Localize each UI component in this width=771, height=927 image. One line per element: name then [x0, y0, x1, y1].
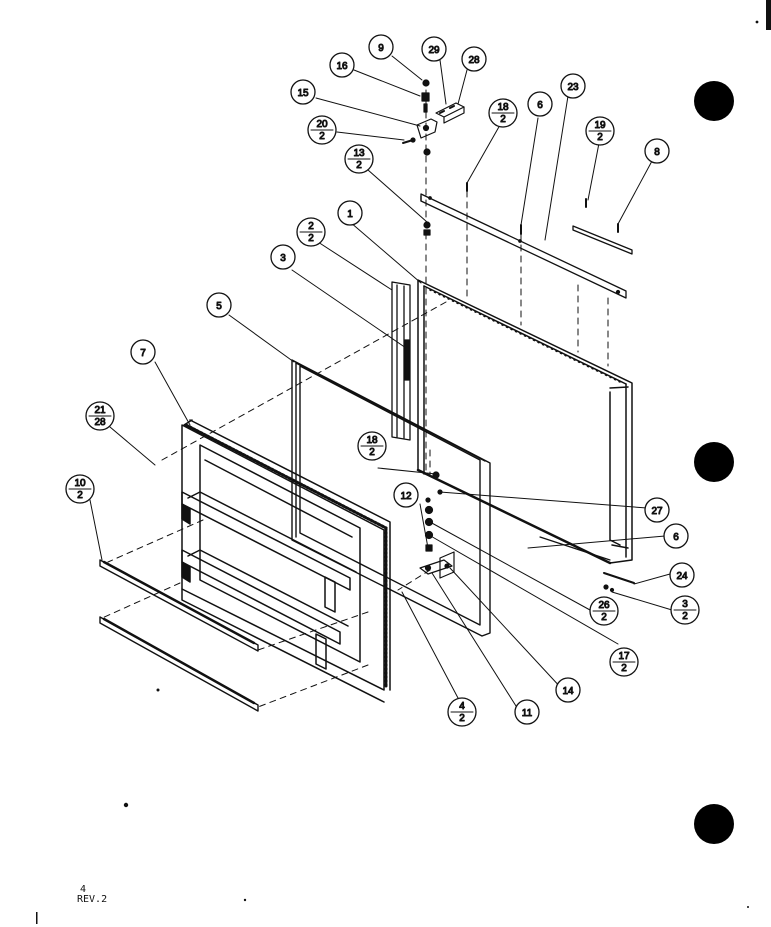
svg-text:12: 12 — [400, 491, 412, 502]
svg-text:2: 2 — [601, 612, 607, 623]
svg-text:18: 18 — [497, 102, 509, 113]
svg-text:17: 17 — [618, 651, 630, 662]
svg-text:28: 28 — [94, 417, 106, 428]
svg-text:2: 2 — [500, 114, 506, 125]
punch-hole-middle — [694, 442, 734, 482]
callout-18-2-top: 182 — [488, 98, 518, 128]
callout-15: 15 — [290, 79, 316, 105]
svg-text:2: 2 — [308, 221, 314, 232]
page-number: 4 — [80, 884, 87, 895]
callout-6-top: 6 — [527, 91, 553, 117]
callout-6-lower: 6 — [663, 523, 689, 549]
svg-text:2: 2 — [459, 713, 465, 724]
svg-text:26: 26 — [598, 600, 610, 611]
callout-19-2: 192 — [585, 116, 615, 146]
svg-text:1: 1 — [347, 209, 353, 220]
svg-text:2: 2 — [369, 447, 375, 458]
svg-text:2: 2 — [77, 490, 83, 501]
callout-2-2: 22 — [296, 217, 326, 247]
svg-text:4: 4 — [459, 701, 465, 712]
callout-18-2-mid: 182 — [357, 431, 387, 461]
svg-text:8: 8 — [654, 147, 660, 158]
svg-text:20: 20 — [316, 119, 328, 130]
svg-text:13: 13 — [353, 148, 365, 159]
svg-text:2: 2 — [308, 233, 314, 244]
svg-text:2: 2 — [597, 132, 603, 143]
callout-3: 3 — [270, 244, 296, 270]
callout-23: 23 — [560, 73, 586, 99]
punch-hole-bottom — [694, 804, 734, 844]
lower-hinge-assembly — [419, 471, 635, 593]
svg-text:2: 2 — [621, 663, 627, 674]
svg-text:18: 18 — [366, 435, 378, 446]
callout-17-2: 172 — [609, 647, 639, 677]
door-inner-frame — [416, 279, 633, 565]
svg-text:9: 9 — [378, 43, 384, 54]
callout-14: 14 — [555, 677, 581, 703]
svg-text:6: 6 — [673, 532, 679, 543]
svg-text:2: 2 — [682, 611, 688, 622]
door-side-strip — [391, 281, 411, 441]
svg-text:6: 6 — [537, 100, 543, 111]
svg-text:27: 27 — [651, 506, 663, 517]
scan-specks — [36, 0, 771, 924]
callout-5: 5 — [206, 292, 232, 318]
callout-16: 16 — [329, 52, 355, 78]
outer-door-panel — [181, 419, 391, 703]
callout-7: 7 — [130, 339, 156, 365]
svg-text:10: 10 — [74, 478, 86, 489]
callout-8: 8 — [644, 138, 670, 164]
svg-text:7: 7 — [140, 348, 146, 359]
callout-11: 11 — [514, 699, 540, 725]
revision-label: REV.2 — [77, 894, 108, 905]
callout-10-2: 102 — [65, 474, 95, 504]
callout-13-2: 132 — [344, 144, 374, 174]
svg-text:16: 16 — [336, 61, 348, 72]
callout-4-2: 42 — [447, 697, 477, 727]
callout-29: 29 — [421, 36, 447, 62]
leader-lines — [89, 55, 673, 707]
svg-text:2: 2 — [319, 131, 325, 142]
svg-text:15: 15 — [297, 88, 309, 99]
svg-text:2: 2 — [356, 160, 362, 171]
callout-27: 27 — [644, 497, 670, 523]
svg-text:3: 3 — [280, 253, 286, 264]
top-hinge-assembly — [402, 79, 465, 236]
svg-text:5: 5 — [216, 301, 222, 312]
callouts: 9 29 28 16 15 202 182 6 23 192 8 132 1 2… — [65, 34, 700, 727]
punch-hole-top — [694, 81, 734, 121]
callout-3-2: 32 — [670, 595, 700, 625]
callout-24: 24 — [669, 562, 695, 588]
callout-12: 12 — [393, 482, 419, 508]
svg-text:24: 24 — [676, 571, 688, 582]
callout-28: 28 — [461, 46, 487, 72]
callout-9: 9 — [368, 34, 394, 60]
svg-text:11: 11 — [522, 708, 533, 719]
callout-26-2: 262 — [589, 596, 619, 626]
svg-text:21: 21 — [94, 405, 106, 416]
svg-text:29: 29 — [428, 45, 440, 56]
callout-1: 1 — [337, 200, 363, 226]
alignment-lines — [99, 89, 609, 708]
top-trim-bar — [420, 182, 633, 299]
callout-20-2: 202 — [307, 115, 337, 145]
svg-text:14: 14 — [562, 686, 574, 697]
svg-text:23: 23 — [567, 82, 579, 93]
svg-text:19: 19 — [594, 120, 606, 131]
svg-text:3: 3 — [682, 599, 688, 610]
handle-bars — [99, 559, 259, 712]
svg-text:28: 28 — [468, 55, 480, 66]
